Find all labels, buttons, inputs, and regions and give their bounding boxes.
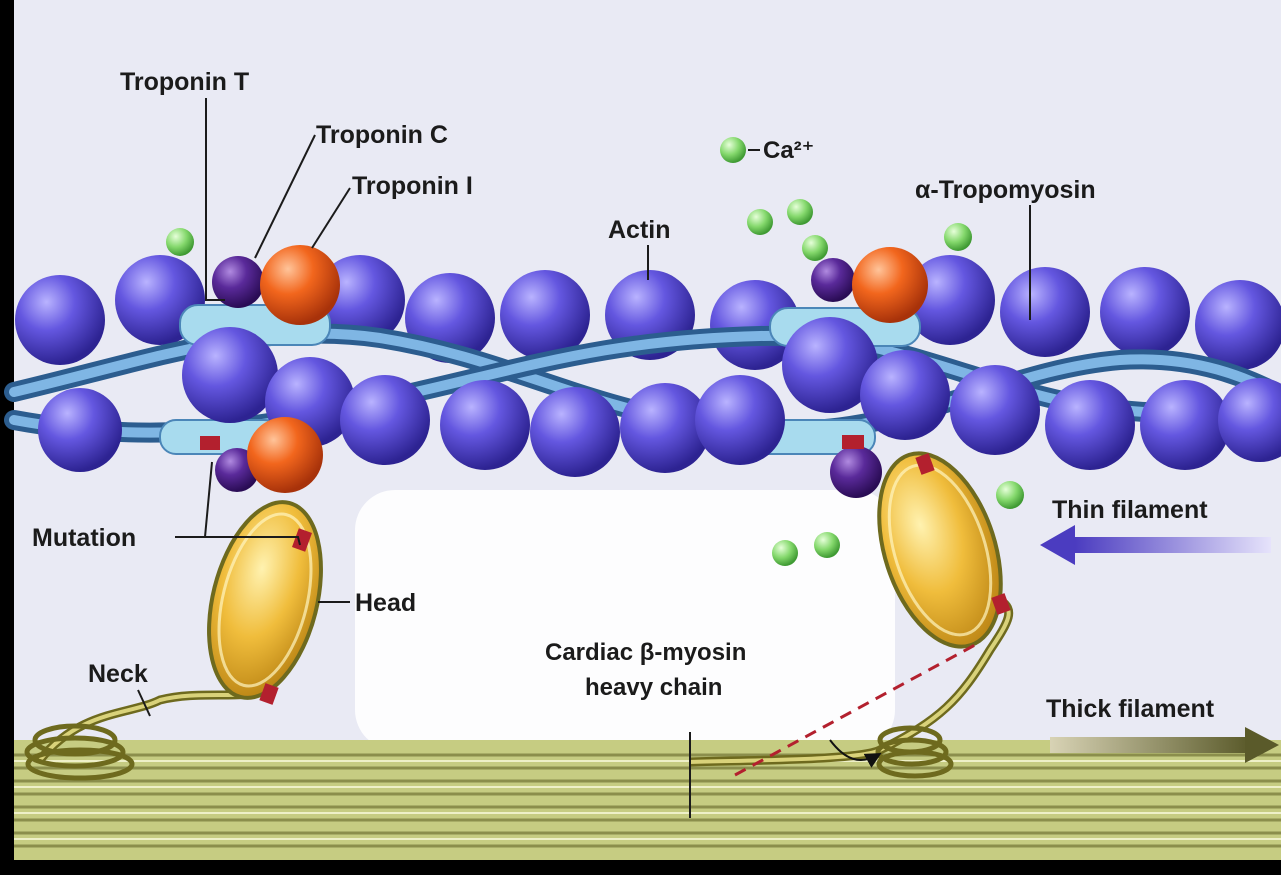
label-head: Head [355,589,416,617]
label-mutation: Mutation [32,524,136,552]
label-troponin-c: Troponin C [316,121,448,149]
label-tropomyosin: α-Tropomyosin [915,176,1096,204]
label-myosin-line1: Cardiac β-myosin [545,639,746,666]
label-neck: Neck [88,660,148,688]
label-actin: Actin [608,216,671,244]
label-troponin-i: Troponin I [352,172,473,200]
label-thin-filament: Thin filament [1052,496,1208,524]
label-myosin-line2: heavy chain [585,674,722,701]
label-troponin-t: Troponin T [120,68,249,96]
thick-filament [14,740,1281,860]
label-calcium: Ca²⁺ [763,137,814,164]
label-thick-filament: Thick filament [1046,695,1215,723]
